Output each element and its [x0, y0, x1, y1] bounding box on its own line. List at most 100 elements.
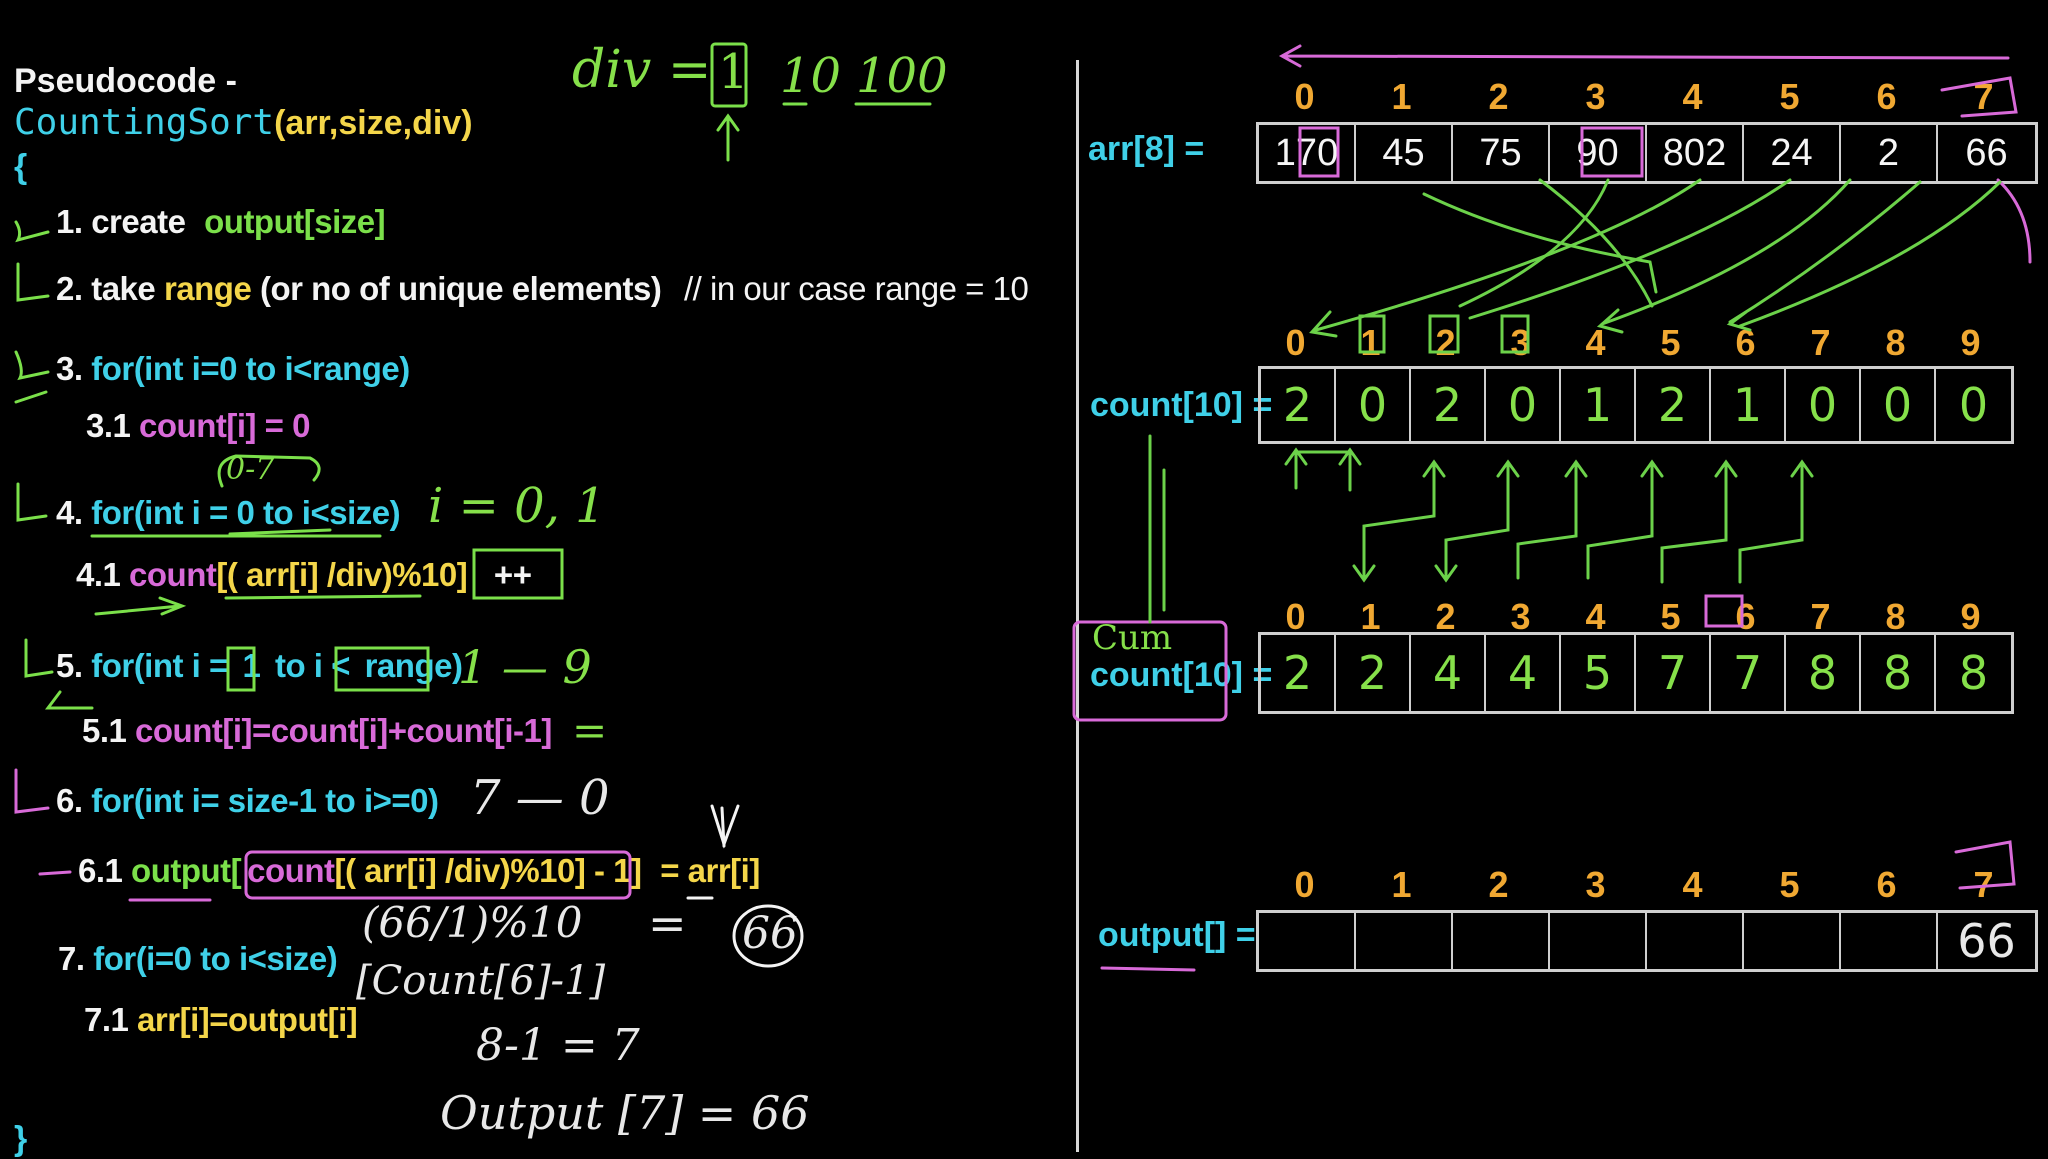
div-value-100: 100 — [856, 48, 948, 104]
index-label: 4 — [1585, 322, 1606, 363]
array-cell — [1647, 913, 1744, 969]
line-text: take — [91, 270, 156, 307]
line-text: range — [163, 270, 252, 307]
open-brace: { — [14, 148, 28, 186]
index-label: 7 — [1810, 596, 1831, 637]
index-label: 7 — [1973, 864, 1994, 905]
array-cell: 1 — [1711, 369, 1786, 441]
index-label: 9 — [1960, 322, 1981, 363]
array-cell: 2 — [1336, 635, 1411, 711]
line-num: 4. — [56, 494, 83, 531]
calc-output: Output [7] = 66 — [440, 1086, 810, 1140]
array-cell: 0 — [1786, 369, 1861, 441]
calc-mod: (66/1)%10 — [362, 898, 583, 947]
index-label: 5 — [1660, 596, 1681, 637]
function-name: CountingSort — [14, 102, 275, 143]
left-ink-overlay — [14, 42, 932, 968]
line-6: 6. for(int i= size-1 to i>=0) — [56, 782, 439, 820]
line-text: output[ — [131, 852, 242, 889]
array-cell: 66 — [1957, 914, 2016, 968]
array-cell — [1550, 913, 1647, 969]
array-cell: 66 — [1965, 131, 2008, 174]
range-7-0: 7 — 0 — [470, 770, 610, 826]
line-4: 4. for(int i = 0 to i<size) — [56, 494, 401, 532]
index-label: 5 — [1779, 76, 1800, 117]
line-num: 5.1 — [82, 712, 127, 749]
index-label: 7 — [1810, 322, 1831, 363]
array-cell: 45 — [1356, 125, 1453, 181]
line-text: count[i]=count[i]+count[i-1] — [135, 712, 552, 749]
array-cell: 2 — [1636, 369, 1711, 441]
line-text: count — [247, 852, 335, 889]
line-3: 3. for(int i=0 to i<range) — [56, 350, 410, 388]
line-num: 3.1 — [86, 407, 131, 444]
calc-count: [Count[6]-1] — [356, 958, 606, 1004]
line-num: 3. — [56, 350, 83, 387]
array-cell: 2 — [1841, 125, 1938, 181]
line-text: [( arr[i] /div)%10] — [216, 556, 468, 593]
line-7-1: 7.1 arr[i]=output[i] — [84, 1001, 358, 1039]
array-cell: 0 — [1336, 369, 1411, 441]
line-text: for(int i = 0 to i<size) — [91, 494, 401, 531]
array-cell: 170 — [1259, 125, 1356, 181]
line-text: = arr[i] — [660, 852, 760, 889]
output-label: output[] = — [1098, 916, 1256, 954]
line-num: 7.1 — [84, 1001, 129, 1038]
index-label: 1 — [1360, 596, 1381, 637]
array-cell — [1744, 913, 1841, 969]
line-6-1: 6.1 output[count[( arr[i] /div)%10] - 1]… — [78, 852, 760, 890]
calc-eq: = — [648, 896, 687, 950]
index-label: 9 — [1960, 596, 1981, 637]
arr-label: arr[8] = — [1088, 130, 1205, 168]
array-cell: 1 — [1561, 369, 1636, 441]
index-label: 4 — [1682, 864, 1703, 905]
array-cell — [1841, 913, 1938, 969]
line-5-1: 5.1 count[i]=count[i]+count[i-1] — [82, 712, 552, 750]
line-text: count[i] = 0 — [139, 407, 310, 444]
index-label: 8 — [1885, 596, 1906, 637]
line-text: create — [91, 203, 186, 240]
cum-count-label: count[10] = — [1090, 656, 1273, 694]
line-text: count — [129, 556, 217, 593]
index-label: 7 — [1973, 76, 1994, 117]
line-text: for(i=0 to i<size) — [93, 940, 338, 977]
array-cell: 0 — [1958, 378, 1989, 432]
cum-label: Cum — [1092, 618, 1173, 658]
vertical-divider — [1076, 60, 1079, 1152]
array-cell: 8 — [1958, 646, 1989, 700]
div-value-10: 10 — [780, 48, 842, 104]
array-cell: 2 — [1411, 369, 1486, 441]
array-cell: 2 — [1261, 369, 1336, 441]
line-num: 5. — [56, 647, 83, 684]
line-comment: // in our case range = 10 — [684, 270, 1029, 307]
line-text: range) — [364, 647, 463, 684]
array-cell: 0 — [1861, 369, 1936, 441]
line-text: arr[i]=output[i] — [137, 1001, 358, 1038]
array-cell: 4 — [1486, 635, 1561, 711]
line-text: [( arr[i] /div)%10] - 1] — [334, 852, 642, 889]
index-label: 8 — [1885, 322, 1906, 363]
function-signature: CountingSort(arr,size,div) — [14, 102, 473, 143]
count-label: count[10] = — [1090, 386, 1273, 424]
index-label: 1 — [1391, 76, 1412, 117]
function-params: (arr,size,div) — [274, 104, 473, 142]
index-label: 6 — [1735, 322, 1756, 363]
eq-sign: = — [572, 706, 608, 755]
line-7: 7. for(i=0 to i<size) — [58, 940, 338, 978]
line-text: for(int i=0 to i<range) — [91, 350, 410, 387]
line-num: 6.1 — [78, 852, 123, 889]
line-5: 5. for(int i = 1 to i < range) — [56, 647, 463, 685]
index-label: 4 — [1682, 76, 1703, 117]
output-array: 66 — [1256, 910, 2038, 972]
array-cell: 0 — [1486, 369, 1561, 441]
array-cell: 7 — [1636, 635, 1711, 711]
pseudocode-heading: Pseudocode - — [14, 62, 237, 100]
calc-result: 66 — [742, 908, 798, 959]
calc-subtract: 8-1 = 7 — [476, 1020, 640, 1071]
